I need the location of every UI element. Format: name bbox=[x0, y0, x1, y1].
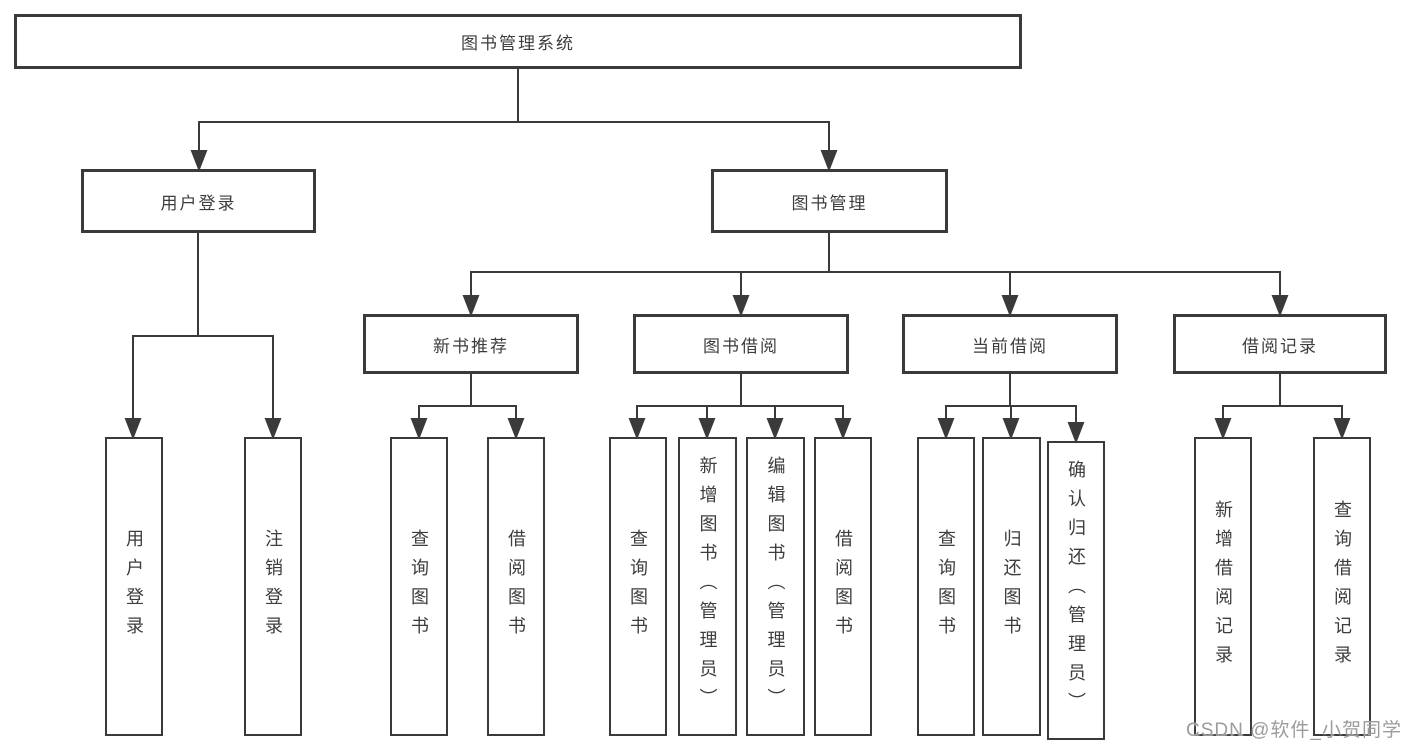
csdn-watermark: CSDN @软件_小贺同学 bbox=[1186, 720, 1402, 741]
leaf-add-borrow-record: 新增借阅记录 bbox=[1194, 437, 1252, 736]
leaf-query-borrow-record: 查询借阅记录 bbox=[1313, 437, 1371, 736]
leaf-label: 确认归还（管理员） bbox=[1066, 460, 1086, 721]
leaf-label: 查询借阅记录 bbox=[1332, 499, 1352, 674]
leaf-label: 编辑图书（管理员） bbox=[765, 456, 786, 717]
leaf-edit-book-admin: 编辑图书（管理员） bbox=[746, 437, 805, 736]
leaf-query-book-recommend: 查询图书 bbox=[390, 437, 448, 736]
node-label: 新书推荐 bbox=[433, 336, 509, 356]
leaf-borrow-book-2: 借阅图书 bbox=[814, 437, 872, 736]
node-label: 当前借阅 bbox=[972, 336, 1048, 356]
leaf-query-book-borrow: 查询图书 bbox=[609, 437, 667, 736]
leaf-label: 查询图书 bbox=[628, 528, 648, 645]
leaf-label: 新增借阅记录 bbox=[1213, 499, 1233, 674]
node-label: 用户登录 bbox=[160, 193, 237, 213]
leaf-user-login: 用户登录 bbox=[105, 437, 163, 736]
leaf-label: 查询图书 bbox=[936, 528, 956, 645]
node-label: 图书管理 bbox=[791, 193, 868, 213]
node-label: 图书管理系统 bbox=[461, 34, 575, 53]
node-label: 借阅记录 bbox=[1242, 336, 1318, 356]
node-user-login: 用户登录 bbox=[81, 169, 316, 233]
leaf-borrow-book-recommend: 借阅图书 bbox=[487, 437, 545, 736]
leaf-label: 借阅图书 bbox=[506, 528, 526, 645]
node-library-management-system: 图书管理系统 bbox=[14, 14, 1022, 69]
leaf-label: 归还图书 bbox=[1001, 528, 1022, 645]
node-book-borrow: 图书借阅 bbox=[633, 314, 849, 374]
leaf-label: 借阅图书 bbox=[833, 528, 853, 645]
leaf-label: 新增图书（管理员） bbox=[697, 456, 718, 717]
leaf-return-book: 归还图书 bbox=[982, 437, 1041, 736]
leaf-label: 查询图书 bbox=[409, 528, 429, 645]
leaf-confirm-return-admin: 确认归还（管理员） bbox=[1047, 441, 1105, 740]
leaf-logout-login: 注销登录 bbox=[244, 437, 302, 736]
leaf-label: 用户登录 bbox=[124, 528, 144, 645]
node-current-borrow: 当前借阅 bbox=[902, 314, 1118, 374]
leaf-add-book-admin: 新增图书（管理员） bbox=[678, 437, 737, 736]
leaf-label: 注销登录 bbox=[263, 528, 283, 645]
node-new-book-recommend: 新书推荐 bbox=[363, 314, 579, 374]
node-book-management: 图书管理 bbox=[711, 169, 948, 233]
node-borrow-record: 借阅记录 bbox=[1173, 314, 1387, 374]
node-label: 图书借阅 bbox=[703, 336, 779, 356]
leaf-query-book-current: 查询图书 bbox=[917, 437, 975, 736]
